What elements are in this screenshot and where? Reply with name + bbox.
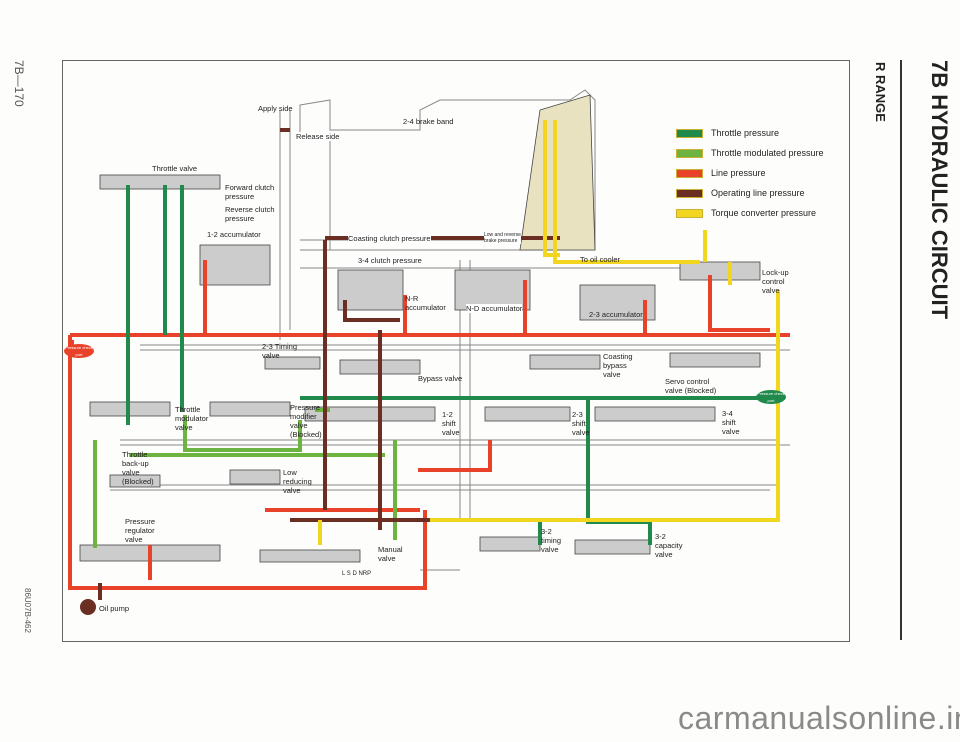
accumulator-23-body	[579, 284, 656, 321]
label-capacity-32: 3-2 capacity valve	[655, 532, 683, 559]
label-throttle-modulator: Throttle modulator valve	[175, 405, 209, 432]
label-timing-23: 2-3 Timing valve	[262, 342, 298, 360]
label-brake-band: 2-4 brake band	[403, 117, 454, 126]
pressure-lines	[68, 120, 790, 600]
label-oil-cooler: To oil cooler	[580, 255, 621, 264]
throttle-backup-body	[109, 474, 161, 488]
shift-34-body	[594, 406, 716, 422]
label-pressure-modifier: Pressure modifier valve (Blocked)	[290, 403, 322, 439]
label-lockup-valve: Lock-up control valve	[762, 268, 789, 295]
pressure-check-port-left: Pressure check port	[64, 344, 94, 358]
lockup-valve-body	[679, 261, 761, 281]
label-coasting-bypass: Coasting bypass valve	[603, 352, 633, 379]
operating-line-pressure-lines	[98, 128, 560, 600]
label-shift-34: 3-4 shift valve	[722, 409, 740, 436]
label-coasting-clutch: Coasting clutch pressure	[348, 234, 431, 243]
torque-converter	[519, 94, 596, 251]
legend-swatch	[676, 148, 703, 158]
manual-valve-body	[259, 549, 361, 563]
throttle-modulated-lines	[93, 408, 397, 548]
label-manual-positions: L S D NRP	[342, 571, 372, 577]
label-shift-23: 2-3 shift valve	[572, 410, 590, 437]
label-nd-accumulator: N-D accumulator	[466, 304, 523, 313]
legend-swatch	[676, 208, 703, 218]
label-forward-clutch: Forward clutch pressure	[225, 183, 275, 201]
label-throttle-backup: Throttle back-up valve (Blocked)	[122, 450, 154, 486]
label-low-reducing: Low reducing valve	[283, 468, 312, 495]
label-reverse-clutch: Reverse clutch pressure	[225, 205, 275, 223]
label-throttle-valve: Throttle valve	[152, 164, 198, 173]
label-accumulator-12: 1-2 accumulator	[207, 230, 261, 239]
header-divider	[900, 60, 902, 640]
accumulator-12-body	[199, 244, 271, 286]
label-oil-pump: Oil pump	[99, 604, 130, 613]
watermark: carmanualsonline.info	[678, 700, 960, 736]
timing-32-body	[479, 536, 541, 552]
legend-item: Operating line pressure	[676, 183, 824, 203]
pressure-modifier-body	[209, 401, 291, 417]
label-accumulator-23: 2-3 accumulator	[589, 310, 643, 319]
legend-item: Throttle pressure	[676, 123, 824, 143]
servo-control-body	[669, 352, 761, 368]
legend-item: Torque converter pressure	[676, 203, 824, 223]
label-low-reverse: Low and reverse brake pressure	[484, 232, 521, 244]
label-nr-accumulator: N-R accumulator	[405, 294, 446, 312]
shift-12-body	[304, 406, 436, 422]
label-shift-12: 1-2 shift valve	[442, 410, 460, 437]
label-timing-32: 3-2 timing valve	[541, 527, 562, 554]
oil-pump-icon	[80, 599, 96, 615]
shift-23-body	[484, 406, 571, 422]
label-clutch-34: 3-4 clutch pressure	[358, 256, 422, 265]
nr-accumulator-body	[337, 269, 404, 311]
legend-swatch	[676, 188, 703, 198]
legend-item: Throttle modulated pressure	[676, 143, 824, 163]
capacity-32-body	[574, 539, 651, 555]
legend: Throttle pressure Throttle modulated pre…	[676, 123, 824, 223]
label-servo-control: Servo control valve (Blocked)	[665, 377, 717, 395]
throttle-pressure-lines	[126, 185, 770, 545]
label-manual-valve: Manual valve	[378, 545, 403, 563]
label-release-side: Release side	[296, 132, 340, 141]
timing-23-body	[264, 356, 321, 370]
label-apply-side: Apply side	[258, 104, 293, 113]
label-pressure-regulator: Pressure regulator valve	[125, 517, 156, 544]
legend-swatch	[676, 128, 703, 138]
throttle-valve-body	[99, 174, 221, 190]
torque-converter-lines	[318, 120, 780, 545]
legend-swatch	[676, 168, 703, 178]
low-reducing-body	[229, 469, 281, 485]
coasting-bypass-body	[529, 354, 601, 370]
legend-item: Line pressure	[676, 163, 824, 183]
diagram-frame	[62, 60, 850, 642]
valve-bodies	[79, 94, 761, 563]
pressure-check-port-right: Pressure check port	[756, 390, 786, 404]
label-bypass-valve: Bypass valve	[418, 374, 463, 383]
